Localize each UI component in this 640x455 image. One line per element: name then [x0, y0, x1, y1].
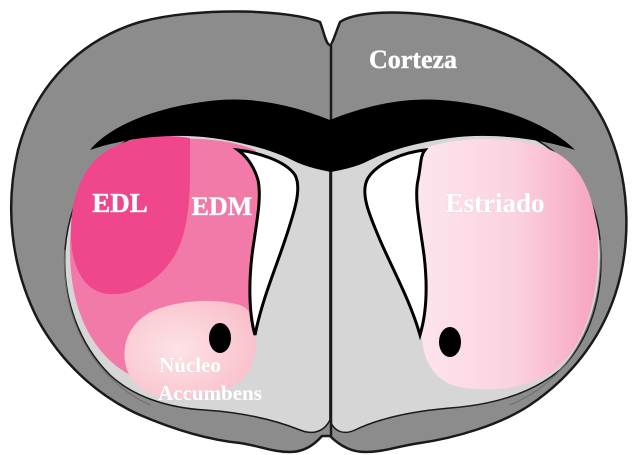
label-nucleus-line2: Accumbens	[158, 381, 262, 405]
label-striatum: Estriado	[445, 188, 544, 218]
label-cortex: Corteza	[369, 45, 457, 74]
right-anterior-commissure	[439, 327, 461, 357]
right-striatum	[411, 139, 598, 389]
left-anterior-commissure	[209, 323, 231, 353]
label-nucleus-line1: Núcleo	[159, 353, 221, 377]
label-edl: EDL	[92, 188, 148, 218]
label-edm: EDM	[192, 192, 253, 221]
